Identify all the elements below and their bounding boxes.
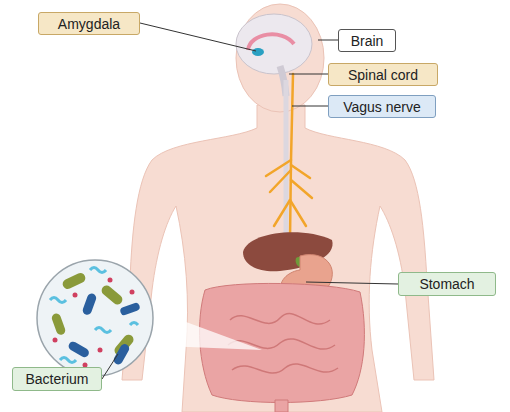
head xyxy=(236,4,324,112)
limbic-arc xyxy=(248,34,294,50)
rectum xyxy=(275,400,288,412)
label-text: Spinal cord xyxy=(348,67,418,83)
bacteria-cluster xyxy=(50,268,141,368)
label-box: Amygdala xyxy=(38,12,140,35)
body-silhouette xyxy=(122,105,434,412)
label-box: Brain xyxy=(338,29,396,52)
label-text: Vagus nerve xyxy=(343,99,421,115)
label-box: Bacterium xyxy=(12,367,102,391)
label-box: Vagus nerve xyxy=(328,95,436,118)
vagus-nerve-shape xyxy=(266,74,312,240)
amygdala-shape xyxy=(252,48,264,56)
label-box: Stomach xyxy=(398,272,496,296)
label-text: Brain xyxy=(351,33,384,49)
label-text: Amygdala xyxy=(58,16,120,32)
label-text: Bacterium xyxy=(25,371,88,387)
label-text: Stomach xyxy=(419,276,474,292)
label-box: Spinal cord xyxy=(328,63,438,86)
magnifier-circle xyxy=(37,260,153,376)
intestine-coils xyxy=(228,314,338,374)
brain-shape xyxy=(236,14,312,74)
spinal-cord-shape xyxy=(284,80,289,235)
magnifier-pointer xyxy=(140,305,262,350)
